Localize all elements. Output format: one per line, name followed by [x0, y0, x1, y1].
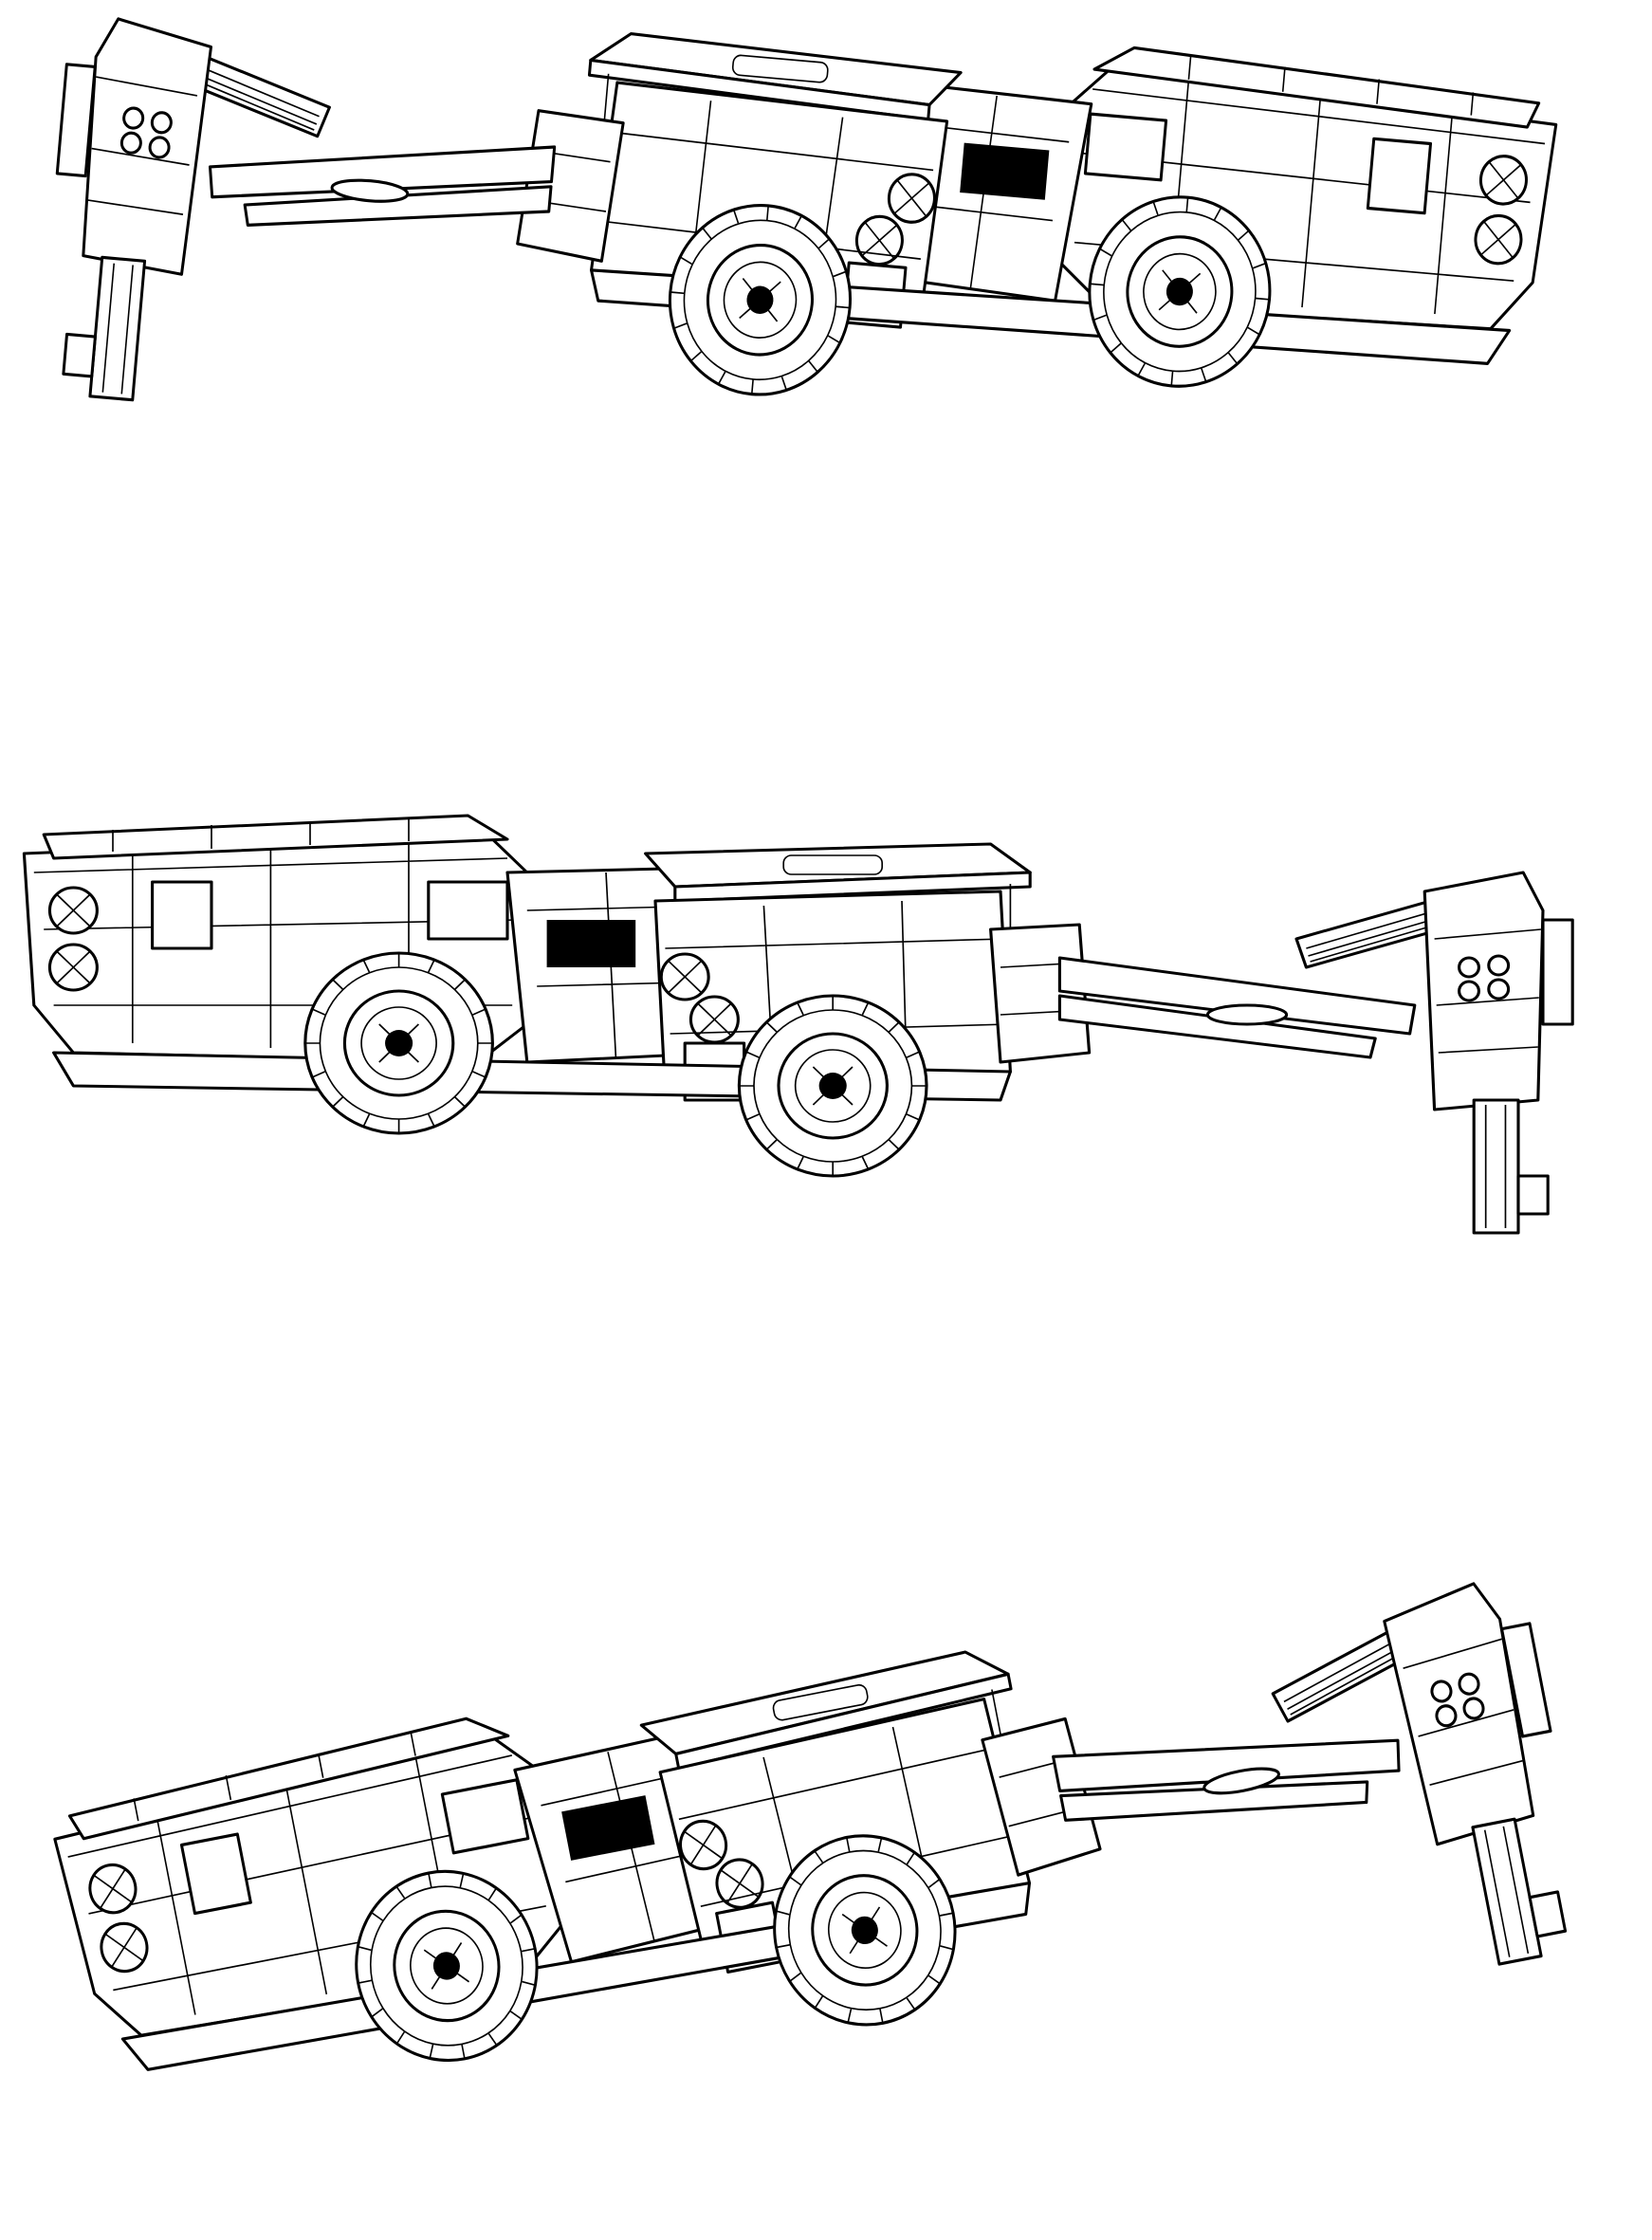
rig-view-left-side	[38, 0, 1559, 522]
rig-view-perspective	[47, 1516, 1592, 2231]
rig-view-right-side	[24, 816, 1572, 1233]
